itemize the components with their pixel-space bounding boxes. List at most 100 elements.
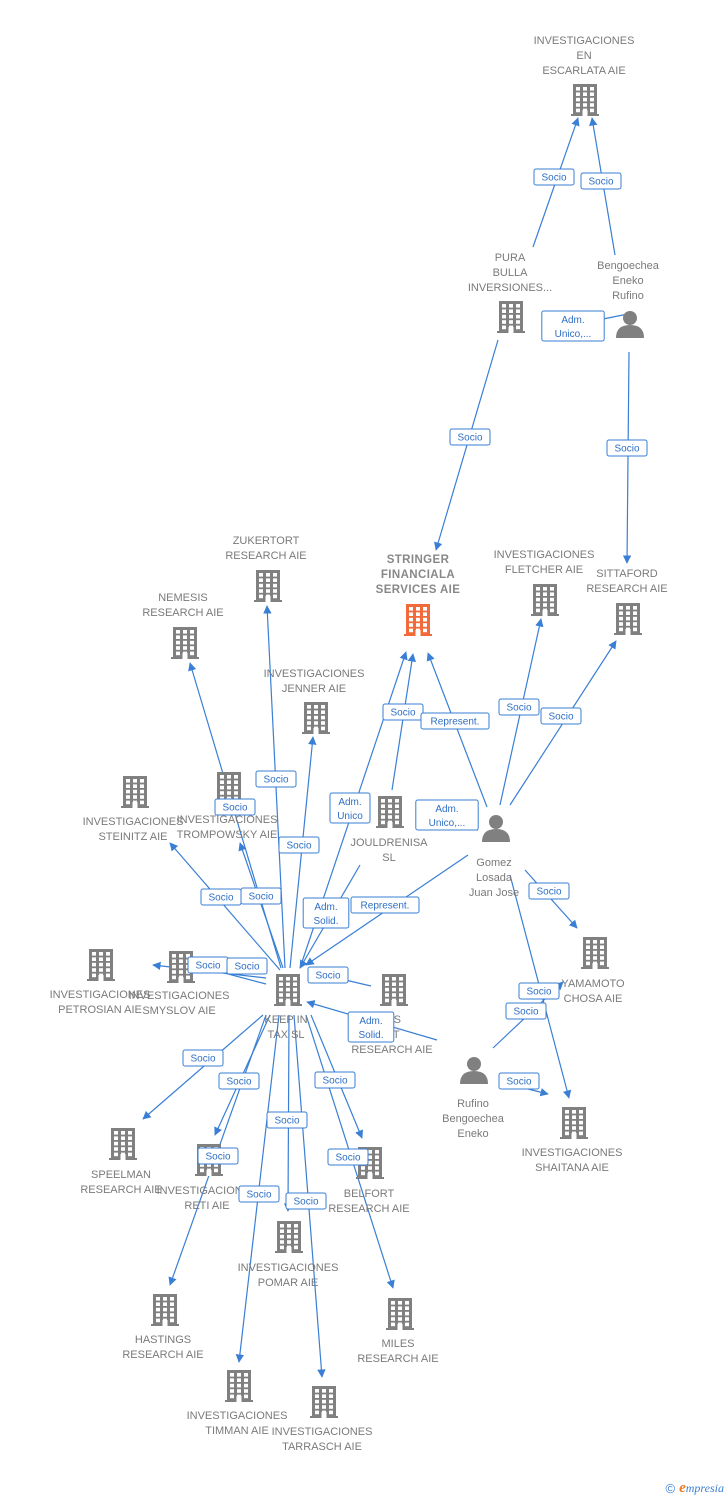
edge-label[interactable]: Represent.	[350, 896, 420, 914]
building-icon	[380, 974, 408, 1006]
edge-label[interactable]: Socio	[580, 172, 622, 190]
node-label-line: INVESTIGACIONES	[187, 1410, 288, 1422]
edge-label-text: Socio	[536, 887, 561, 898]
node-label-line: SHAITANA AIE	[535, 1162, 609, 1174]
building-icon	[254, 570, 282, 602]
edge-label-text: Unico,...	[429, 818, 466, 829]
edge-label[interactable]: Socio	[498, 1072, 540, 1090]
edge-label[interactable]: Represent.	[420, 712, 490, 730]
node-label-line: RESEARCH AIE	[586, 583, 667, 595]
edge-label[interactable]: Socio	[214, 798, 256, 816]
node-label-line: RESEARCH AIE	[80, 1184, 161, 1196]
person-icon	[616, 311, 644, 338]
edge-label[interactable]: Socio	[255, 770, 297, 788]
node-label-line: Losada	[476, 872, 513, 884]
edge-label[interactable]: Socio	[238, 1185, 280, 1203]
node-speelman[interactable]: SPEELMAN RESEARCH AIE	[80, 1128, 162, 1196]
node-label-line: Eneko	[612, 275, 643, 287]
edge-label-text: Unico,...	[555, 329, 592, 340]
edge-label[interactable]: Socio	[266, 1111, 308, 1129]
edge-label[interactable]: Socio	[327, 1148, 369, 1166]
node-label-line: RETI AIE	[184, 1200, 229, 1212]
edge-label[interactable]: Socio	[540, 707, 582, 725]
building-icon	[151, 1294, 179, 1326]
edge-label[interactable]: Socio	[187, 956, 229, 974]
edge-label-text: Represent.	[361, 901, 410, 912]
edge-label[interactable]: Socio	[307, 966, 349, 984]
edge-label[interactable]: Socio	[218, 1072, 260, 1090]
edge-label[interactable]: Socio	[285, 1192, 327, 1210]
building-icon	[497, 301, 525, 333]
node-sittaford[interactable]: SITTAFORD RESEARCH AIE	[586, 568, 668, 635]
edge-label[interactable]: Socio	[449, 428, 491, 446]
edge-label-text: Socio	[390, 708, 415, 719]
node-label-line: Bengoechea	[442, 1113, 505, 1125]
node-label-line: ESCARLATA AIE	[542, 65, 625, 77]
edge-label[interactable]: Socio	[278, 836, 320, 854]
edge-label[interactable]: Socio	[498, 698, 540, 716]
edge-label-text: Adm.	[314, 902, 337, 913]
edge-label[interactable]: Socio	[382, 703, 424, 721]
edge-label-text: Solid.	[313, 916, 338, 927]
brand-footer: © empresia	[666, 1478, 725, 1498]
node-label-line: SPEELMAN	[91, 1169, 151, 1181]
building-icon	[571, 84, 599, 116]
node-label-line: INVERSIONES...	[468, 282, 552, 294]
edge-label[interactable]: Socio	[505, 1002, 547, 1020]
edge-label-text: Socio	[588, 177, 613, 188]
edge-label[interactable]: Socio	[314, 1071, 356, 1089]
edge-label[interactable]: Socio	[240, 887, 282, 905]
edge-label[interactable]: Socio	[518, 982, 560, 1000]
node-label-line: SITTAFORD	[596, 568, 658, 580]
node-label-line: RESEARCH AIE	[122, 1349, 203, 1361]
edge-label[interactable]: Adm. Solid.	[302, 897, 350, 929]
edge-label[interactable]: Adm.Unico,...	[415, 799, 479, 831]
person-icon	[460, 1057, 488, 1084]
edge-label[interactable]: Socio	[528, 882, 570, 900]
edge-jouldrenisa-to-stringer	[391, 653, 416, 791]
edge-label[interactable]: Adm.Unico,...	[541, 310, 605, 342]
edge-label[interactable]: Socio	[197, 1147, 239, 1165]
building-icon	[171, 627, 199, 659]
edge-label[interactable]: Adm.Solid.	[347, 1011, 395, 1043]
node-pura[interactable]: PURABULLAINVERSIONES...	[468, 252, 552, 333]
edge-label-text: Socio	[513, 1007, 538, 1018]
brand-name: mpresia	[685, 1480, 724, 1495]
copyright-symbol: ©	[665, 1480, 676, 1496]
node-label-line: INVESTIGACIONES	[157, 1185, 258, 1197]
edge-label[interactable]: Socio	[533, 168, 575, 186]
edge-label[interactable]: Adm.Unico	[329, 792, 371, 824]
brand-logo[interactable]: empresia	[679, 1480, 724, 1497]
node-label-line: TAX SL	[267, 1029, 304, 1041]
node-label-line: RESEARCH AIE	[225, 550, 306, 562]
edge-label[interactable]: Socio	[606, 439, 648, 457]
edge-label[interactable]: Socio	[182, 1049, 224, 1067]
edge-label[interactable]: Socio	[226, 957, 268, 975]
building-icon	[614, 603, 642, 635]
node-label-line: Bengoechea	[597, 260, 660, 272]
edge-label[interactable]: Socio	[200, 888, 242, 906]
edge-keepin-to-steinitz	[169, 842, 281, 971]
